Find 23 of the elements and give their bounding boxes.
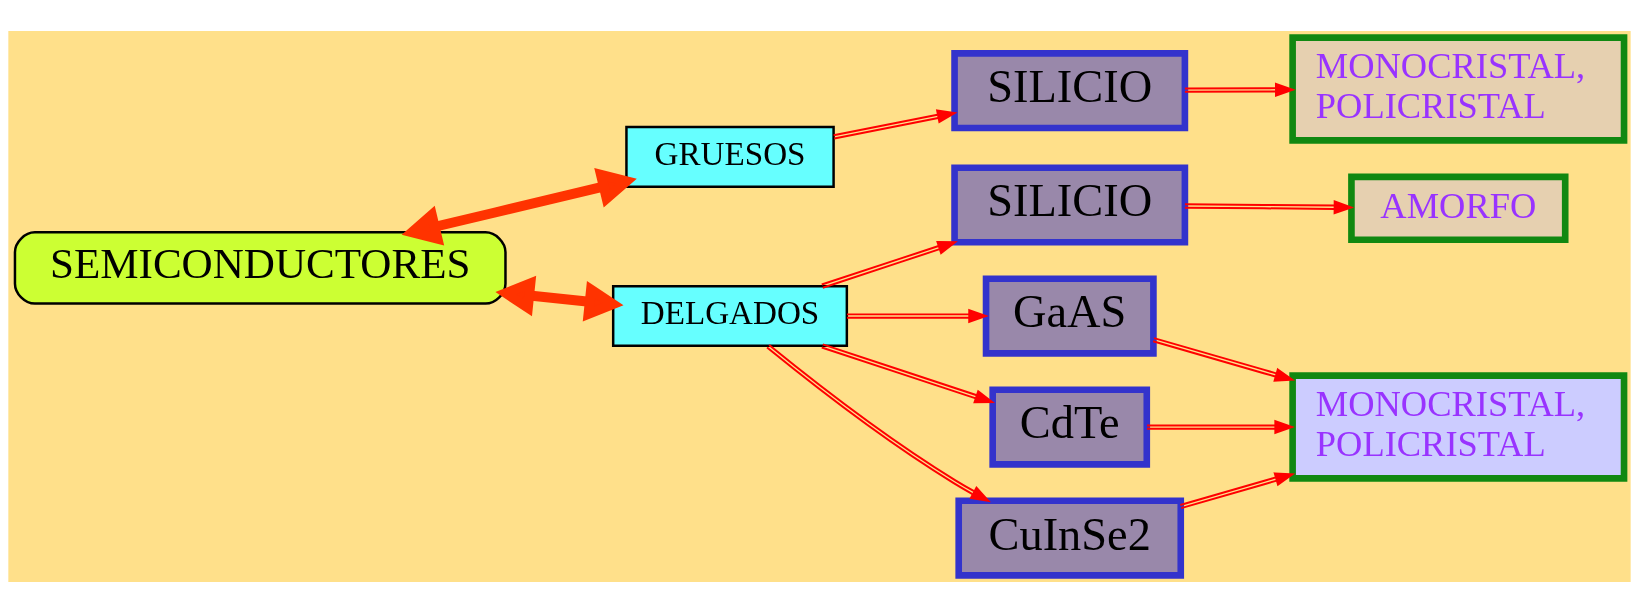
- arrow: [1183, 82, 1296, 97]
- node-box: GaAS: [982, 275, 1157, 357]
- arrow: [820, 343, 995, 404]
- arrow: [1179, 472, 1296, 510]
- arrow: [1146, 419, 1295, 435]
- arrow: [495, 275, 624, 322]
- node-box: CdTe: [989, 386, 1151, 468]
- arrow: [846, 308, 989, 324]
- node-box: GRUESOS: [625, 125, 835, 188]
- node-box: AMORFO: [1348, 173, 1569, 244]
- arrow: [1183, 200, 1355, 215]
- arrow: [1152, 337, 1296, 382]
- arrow: [401, 167, 637, 246]
- node-box: CuInSe2: [955, 497, 1185, 579]
- node-box: MONOCRISTAL, POLICRISTAL: [1289, 372, 1628, 482]
- node-box: SILICIO: [951, 164, 1189, 246]
- node-box: MONOCRISTAL, POLICRISTAL: [1289, 34, 1628, 144]
- node-box: SILICIO: [951, 50, 1189, 132]
- arrow: [766, 344, 991, 503]
- arrow: [832, 109, 958, 140]
- node-box: SEMICONDUCTORES: [13, 231, 507, 305]
- node-box: DELGADOS: [611, 284, 849, 348]
- arrow: [820, 240, 958, 289]
